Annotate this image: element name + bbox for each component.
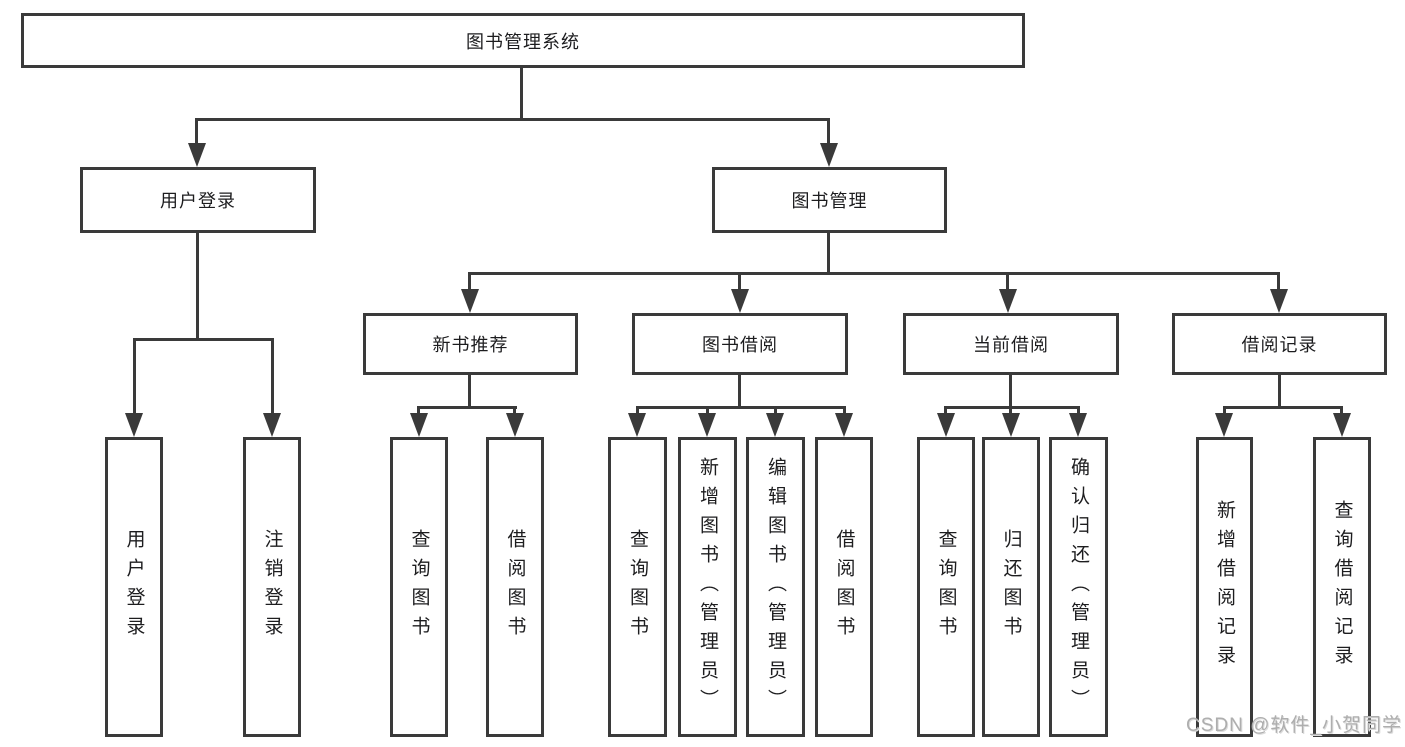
arrow-down-icon: [188, 143, 206, 167]
node-user-login-label: 用户登录: [160, 191, 236, 211]
arrow-down-icon: [999, 289, 1017, 313]
node-book-management-label: 图书管理: [791, 191, 868, 211]
leaf-logout: 注销登录: [243, 437, 301, 737]
arrow-down-icon: [1270, 289, 1288, 313]
node-current-borrowing-label: 当前借阅: [973, 335, 1049, 355]
arrow-down-icon: [835, 413, 853, 437]
leaf-add-book-admin: 新增图书（管理员）: [678, 437, 737, 737]
connector-recommend-stem-1: [417, 406, 420, 415]
leaf-user-login: 用户登录: [105, 437, 163, 737]
connector-root-left-stem: [195, 118, 198, 145]
connector-current-stem: [1009, 374, 1012, 409]
arrow-down-icon: [410, 413, 428, 437]
arrow-down-icon: [1333, 413, 1351, 437]
connector-user-login-stem-1: [133, 338, 136, 415]
arrow-down-icon: [1215, 413, 1233, 437]
leaf-confirm-return-admin: 确认归还（管理员）: [1049, 437, 1108, 737]
leaf-return-books: 归还图书: [982, 437, 1040, 737]
node-root-label: 图书管理系统: [466, 31, 580, 52]
arrow-down-icon: [506, 413, 524, 437]
leaf-query-books-borrowing: 查询图书: [608, 437, 667, 737]
arrow-down-icon: [937, 413, 955, 437]
connector-book-mgmt-stem-1: [468, 272, 471, 291]
leaf-confirm-return-admin-label: 确认归还（管理员）: [1068, 456, 1089, 718]
leaf-query-books-recommend-label: 查询图书: [408, 529, 430, 645]
arrow-down-icon: [731, 289, 749, 313]
leaf-borrow-books-recommend-label: 借阅图书: [504, 529, 526, 645]
connector-borrowing-stem: [738, 374, 741, 409]
connector-borrowing-stem-3: [774, 406, 777, 415]
arrow-down-icon: [1069, 413, 1087, 437]
connector-book-mgmt-stem-2: [738, 272, 741, 291]
leaf-borrow-books-borrowing-label: 借阅图书: [833, 529, 855, 645]
connector-root-stem: [520, 68, 523, 118]
connector-current-stem-1: [944, 406, 947, 415]
connector-recommend-stem: [468, 374, 471, 409]
connector-recommend-hline: [418, 406, 517, 409]
leaf-query-books-recommend: 查询图书: [390, 437, 448, 737]
leaf-query-books-borrowing-label: 查询图书: [627, 529, 648, 645]
arrow-down-icon: [1002, 413, 1020, 437]
node-root: 图书管理系统: [21, 13, 1025, 68]
arrow-down-icon: [461, 289, 479, 313]
node-new-book-recommend: 新书推荐: [363, 313, 578, 375]
arrow-down-icon: [820, 143, 838, 167]
arrow-down-icon: [628, 413, 646, 437]
node-book-management: 图书管理: [712, 167, 947, 233]
leaf-query-books-current-label: 查询图书: [935, 529, 957, 645]
arrow-down-icon: [766, 413, 784, 437]
connector-recommend-stem-2: [513, 406, 516, 415]
leaf-add-borrow-record: 新增借阅记录: [1196, 437, 1253, 737]
connector-root-hline: [197, 118, 830, 121]
node-current-borrowing: 当前借阅: [903, 313, 1119, 375]
node-borrowing-records-label: 借阅记录: [1241, 335, 1318, 355]
leaf-query-borrow-record: 查询借阅记录: [1313, 437, 1371, 737]
connector-user-login-stem-2: [271, 338, 274, 415]
leaf-query-books-current: 查询图书: [917, 437, 975, 737]
connector-records-stem-2: [1340, 406, 1343, 415]
node-user-login: 用户登录: [80, 167, 316, 233]
connector-book-mgmt-hline: [469, 272, 1280, 275]
leaf-logout-label: 注销登录: [261, 529, 283, 645]
leaf-query-borrow-record-label: 查询借阅记录: [1331, 500, 1353, 674]
arrow-down-icon: [263, 413, 281, 437]
connector-user-login-stem: [196, 233, 199, 338]
leaf-borrow-books-recommend: 借阅图书: [486, 437, 544, 737]
leaf-edit-book-admin: 编辑图书（管理员）: [746, 437, 805, 737]
connector-book-mgmt-stem-4: [1277, 272, 1280, 291]
connector-borrowing-stem-1: [636, 406, 639, 415]
leaf-user-login-label: 用户登录: [123, 529, 145, 645]
leaf-edit-book-admin-label: 编辑图书（管理员）: [765, 456, 786, 718]
node-borrowing-records: 借阅记录: [1172, 313, 1387, 375]
connector-current-stem-3: [1077, 406, 1080, 415]
connector-borrowing-hline: [636, 406, 846, 409]
connector-book-mgmt-stem: [827, 233, 830, 272]
arrow-down-icon: [698, 413, 716, 437]
connector-borrowing-stem-2: [706, 406, 709, 415]
arrow-down-icon: [125, 413, 143, 437]
connector-borrowing-stem-4: [843, 406, 846, 415]
node-new-book-recommend-label: 新书推荐: [432, 335, 509, 355]
connector-current-stem-2: [1009, 406, 1012, 415]
connector-root-right-stem: [827, 118, 830, 145]
node-book-borrowing-label: 图书借阅: [702, 335, 778, 355]
leaf-borrow-books-borrowing: 借阅图书: [815, 437, 873, 737]
leaf-return-books-label: 归还图书: [1000, 529, 1022, 645]
connector-user-login-hline: [133, 338, 274, 341]
connector-records-stem: [1278, 374, 1281, 409]
connector-records-stem-1: [1223, 406, 1226, 415]
connector-book-mgmt-stem-3: [1006, 272, 1009, 291]
connector-records-hline: [1223, 406, 1343, 409]
node-book-borrowing: 图书借阅: [632, 313, 848, 375]
leaf-add-book-admin-label: 新增图书（管理员）: [697, 456, 718, 718]
csdn-watermark: CSDN @软件_小贺同学: [1186, 715, 1402, 736]
leaf-add-borrow-record-label: 新增借阅记录: [1214, 500, 1235, 674]
